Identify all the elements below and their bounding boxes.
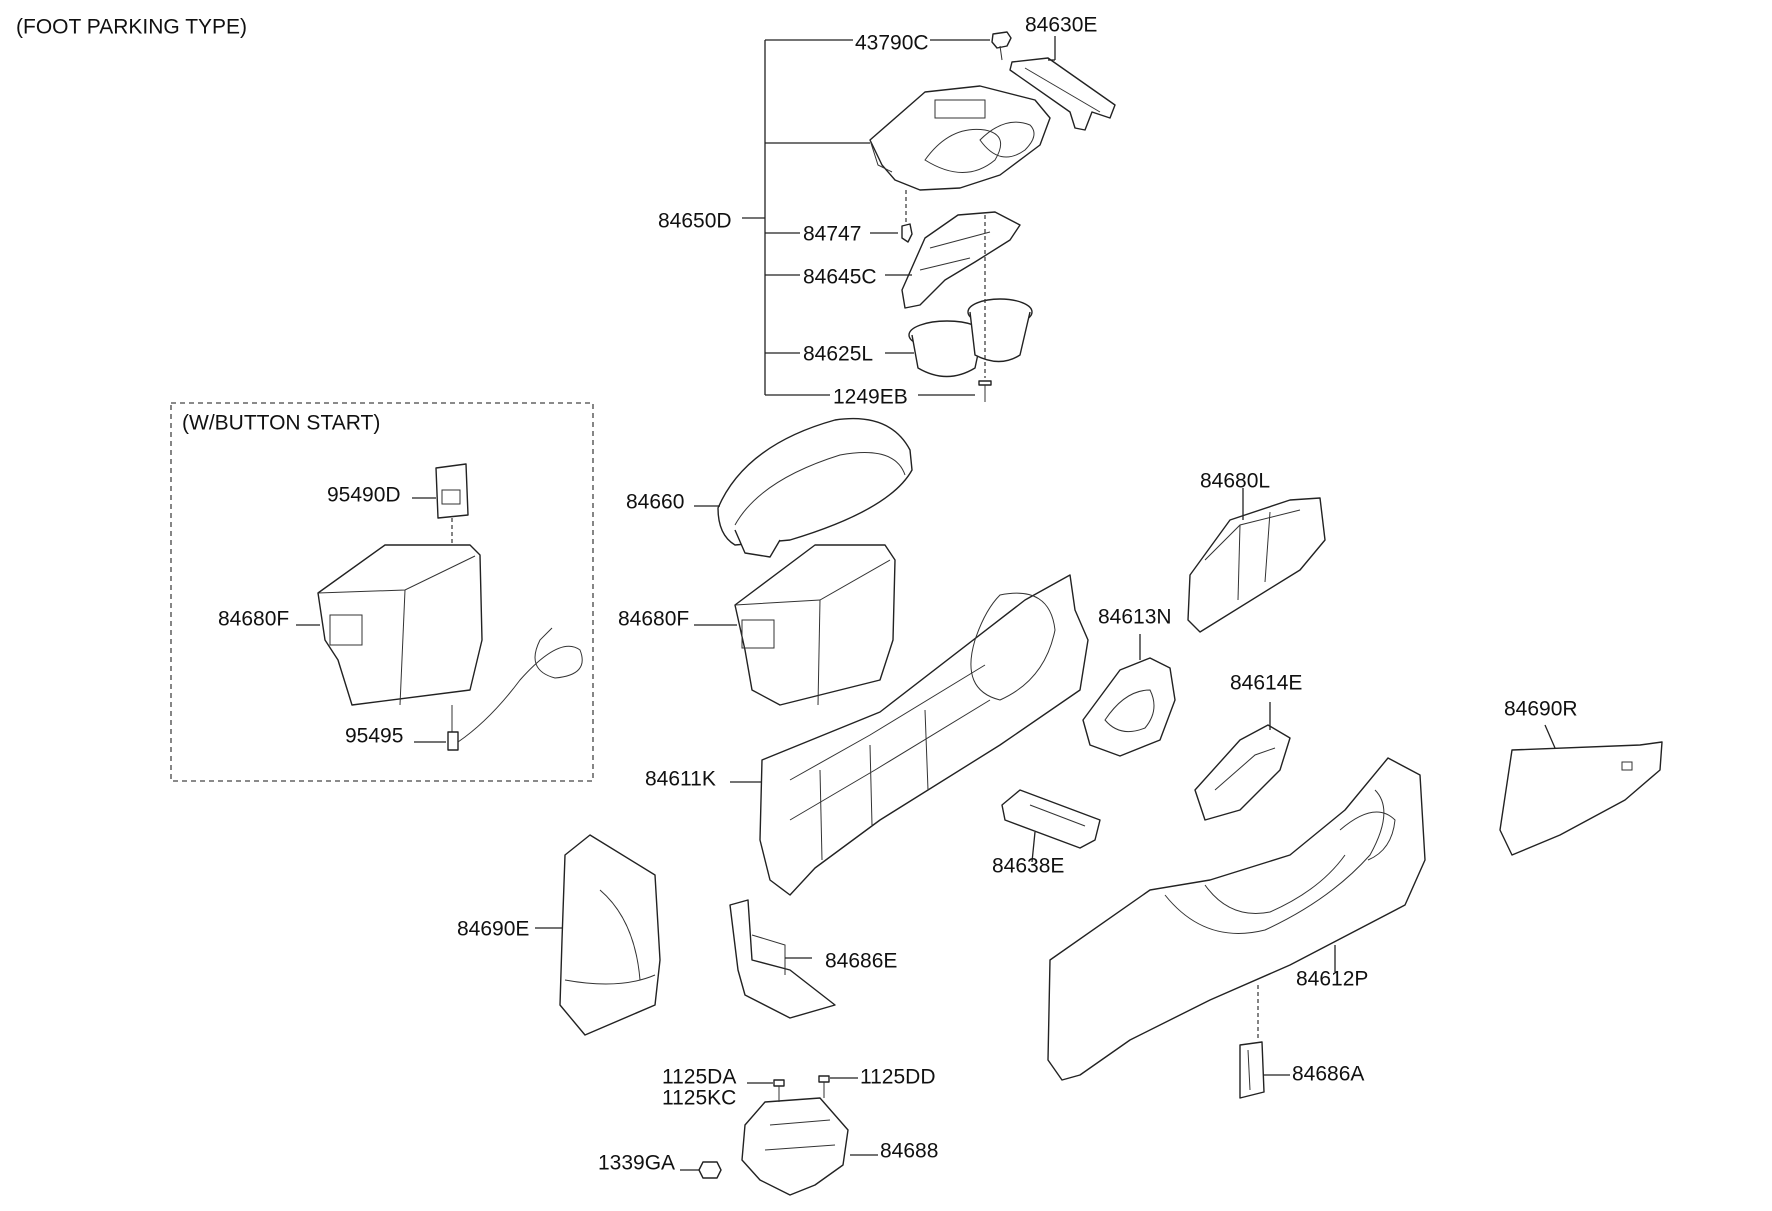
label-84638E: 84638E — [992, 855, 1064, 878]
part-95490D-switch — [412, 463, 469, 548]
part-1125DA-bolt — [747, 1079, 785, 1102]
part-84612P-console-main — [1047, 757, 1426, 1081]
option-box-title: (W/BUTTON START) — [182, 412, 380, 435]
part-84690R-panel — [1499, 724, 1663, 856]
label-84630E: 84630E — [1025, 14, 1097, 37]
label-1339GA: 1339GA — [598, 1152, 675, 1175]
part-84645C-bracket — [885, 211, 1021, 309]
label-1249EB: 1249EB — [833, 386, 908, 409]
label-84747: 84747 — [803, 223, 861, 246]
label-84612P: 84612P — [1296, 968, 1368, 991]
part-84638E-bracket — [1001, 789, 1101, 863]
part-84660-armrest — [694, 417, 913, 558]
label-84686A: 84686A — [1292, 1063, 1364, 1086]
variant-note: (FOOT PARKING TYPE) — [16, 16, 247, 39]
label-84613N: 84613N — [1098, 606, 1172, 629]
part-84630E-cover — [1009, 36, 1116, 131]
label-84686E: 84686E — [825, 950, 897, 973]
label-1125KC: 1125KC — [662, 1087, 736, 1110]
label-84645C: 84645C — [803, 266, 877, 289]
part-1249EB-screw — [918, 215, 992, 402]
part-84680L-panel — [1187, 488, 1326, 633]
button-start-option-box — [170, 402, 594, 782]
part-84686A-bracket — [1239, 985, 1290, 1099]
part-43790C-clip — [930, 31, 1012, 61]
label-84690E: 84690E — [457, 918, 529, 941]
label-1125DD: 1125DD — [860, 1066, 936, 1089]
part-84680F-storage-box-option — [296, 544, 483, 706]
part-console-upper-panel — [869, 85, 1051, 191]
part-1125DD-bolt — [818, 1075, 858, 1098]
label-84625L: 84625L — [803, 343, 873, 366]
part-84680F-storage-box — [694, 544, 896, 706]
label-84688: 84688 — [880, 1140, 938, 1163]
label-84660: 84660 — [626, 491, 684, 514]
label-84680F-option: 84680F — [218, 608, 289, 631]
part-84690E-cover — [535, 834, 661, 1036]
label-95495: 95495 — [345, 725, 403, 748]
part-84614E-bracket — [1194, 702, 1291, 821]
part-84613N-bracket — [1082, 634, 1176, 757]
label-84614E: 84614E — [1230, 672, 1302, 695]
label-84680L: 84680L — [1200, 470, 1270, 493]
part-1339GA-nut — [680, 1161, 722, 1179]
part-84688-bracket — [741, 1097, 878, 1196]
part-95495-harness — [414, 627, 583, 751]
part-84611K-side-panel — [730, 574, 1089, 896]
label-84690R: 84690R — [1504, 698, 1578, 721]
label-43790C: 43790C — [855, 32, 929, 55]
label-95490D: 95490D — [327, 484, 401, 507]
label-1125DA: 1125DA — [662, 1066, 736, 1089]
part-84747-clip — [870, 190, 913, 243]
assembly-bracket-84650D — [742, 39, 870, 396]
part-84686E-bracket — [729, 899, 836, 1019]
label-84680F: 84680F — [618, 608, 689, 631]
part-84625L-cup-holder — [885, 298, 1033, 378]
label-84611K: 84611K — [645, 768, 716, 791]
label-84650D: 84650D — [658, 210, 732, 233]
